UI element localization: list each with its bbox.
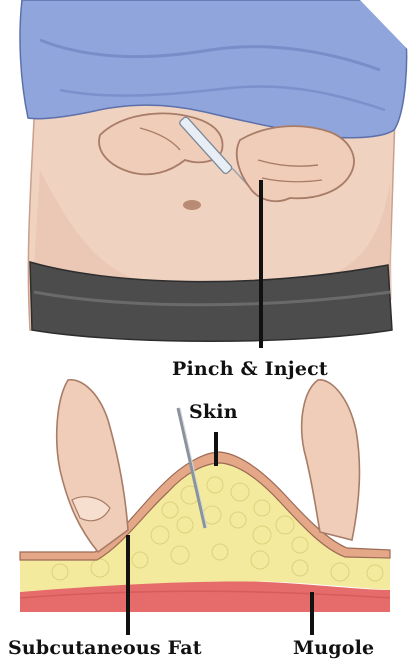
pinch-inject-label: Pinch & Inject [172, 358, 328, 380]
navel [183, 200, 201, 210]
skin-label: Skin [189, 401, 238, 423]
right-finger [302, 380, 360, 540]
subcutaneous-fat-label: Subcutaneous Fat [8, 637, 202, 659]
muscle-label: Mugole [293, 637, 374, 659]
left-finger [57, 380, 128, 552]
abdomen-illustration [20, 0, 418, 348]
